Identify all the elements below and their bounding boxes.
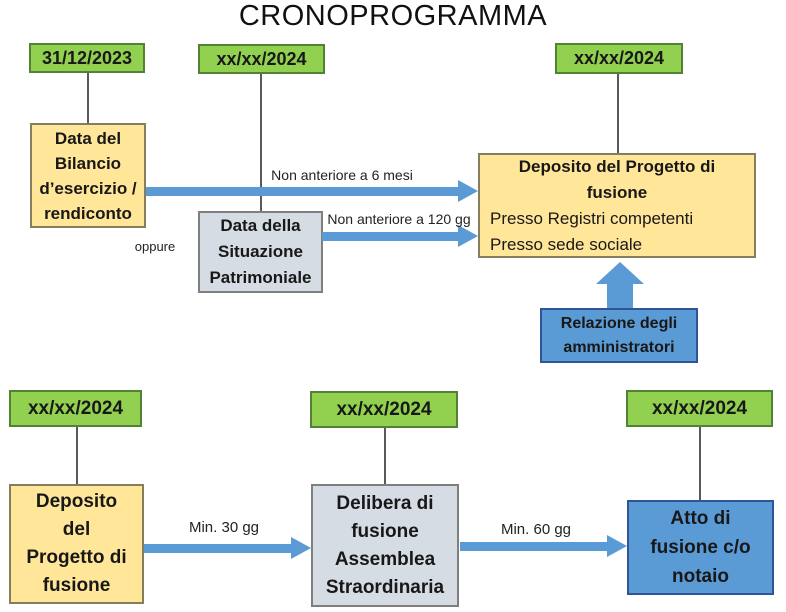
connector-bilancio: [87, 72, 89, 123]
connector-delibera: [384, 428, 386, 484]
node-deposito-progetto-2: Deposito del Progetto di fusione: [9, 484, 144, 604]
connector-atto: [699, 427, 701, 500]
arrow-60-gg-shaft: [460, 542, 608, 551]
label-min-30-gg: Min. 30 gg: [188, 519, 260, 536]
arrow-30-gg-shaft: [144, 544, 292, 553]
date-box-bilancio: 31/12/2023: [29, 43, 145, 73]
connector-deposito-bottom: [76, 426, 78, 484]
date-box-deposito-bottom: xx/xx/2024: [9, 390, 142, 427]
connector-situazione: [260, 73, 262, 211]
arrow-6-mesi-head-icon: [458, 180, 478, 202]
date-box-atto: xx/xx/2024: [626, 390, 773, 427]
page-title: CRONOPROGRAMMA: [238, 0, 548, 32]
arrow-60-gg-head-icon: [607, 535, 627, 557]
date-box-delibera: xx/xx/2024: [310, 391, 458, 428]
arrow-120-gg-head-icon: [458, 225, 478, 247]
node-delibera-fusione: Delibera di fusione Assemblea Straordina…: [311, 484, 459, 607]
arrow-6-mesi-shaft: [146, 187, 459, 196]
date-box-situazione: xx/xx/2024: [198, 44, 325, 74]
date-box-deposito-top: xx/xx/2024: [555, 43, 683, 74]
node-situazione-patrimoniale: Data della Situazione Patrimoniale: [198, 211, 323, 293]
arrow-120-gg-shaft: [322, 232, 459, 241]
label-oppure: oppure: [134, 239, 176, 254]
node-deposito-progetto-details: Presso Registri competenti Presso sede s…: [490, 208, 694, 254]
label-non-anteriore-120-gg: Non anteriore a 120 gg: [327, 211, 471, 227]
node-relazione-amministratori: Relazione degli amministratori: [540, 308, 698, 363]
label-non-anteriore-6-mesi: Non anteriore a 6 mesi: [271, 167, 413, 183]
arrow-relazione-up-icon: [596, 262, 644, 284]
arrow-relazione-up-shaft: [607, 283, 633, 308]
node-deposito-progetto-title: Deposito del Progetto di fusione: [518, 156, 716, 202]
arrow-30-gg-head-icon: [291, 537, 311, 559]
node-bilancio: Data del Bilancio d’esercizio / rendicon…: [30, 123, 146, 228]
node-deposito-progetto: Deposito del Progetto di fusione Presso …: [478, 153, 756, 258]
connector-deposito-top: [617, 74, 619, 153]
node-atto-fusione: Atto di fusione c/o notaio: [627, 500, 774, 595]
label-min-60-gg: Min. 60 gg: [500, 521, 572, 538]
